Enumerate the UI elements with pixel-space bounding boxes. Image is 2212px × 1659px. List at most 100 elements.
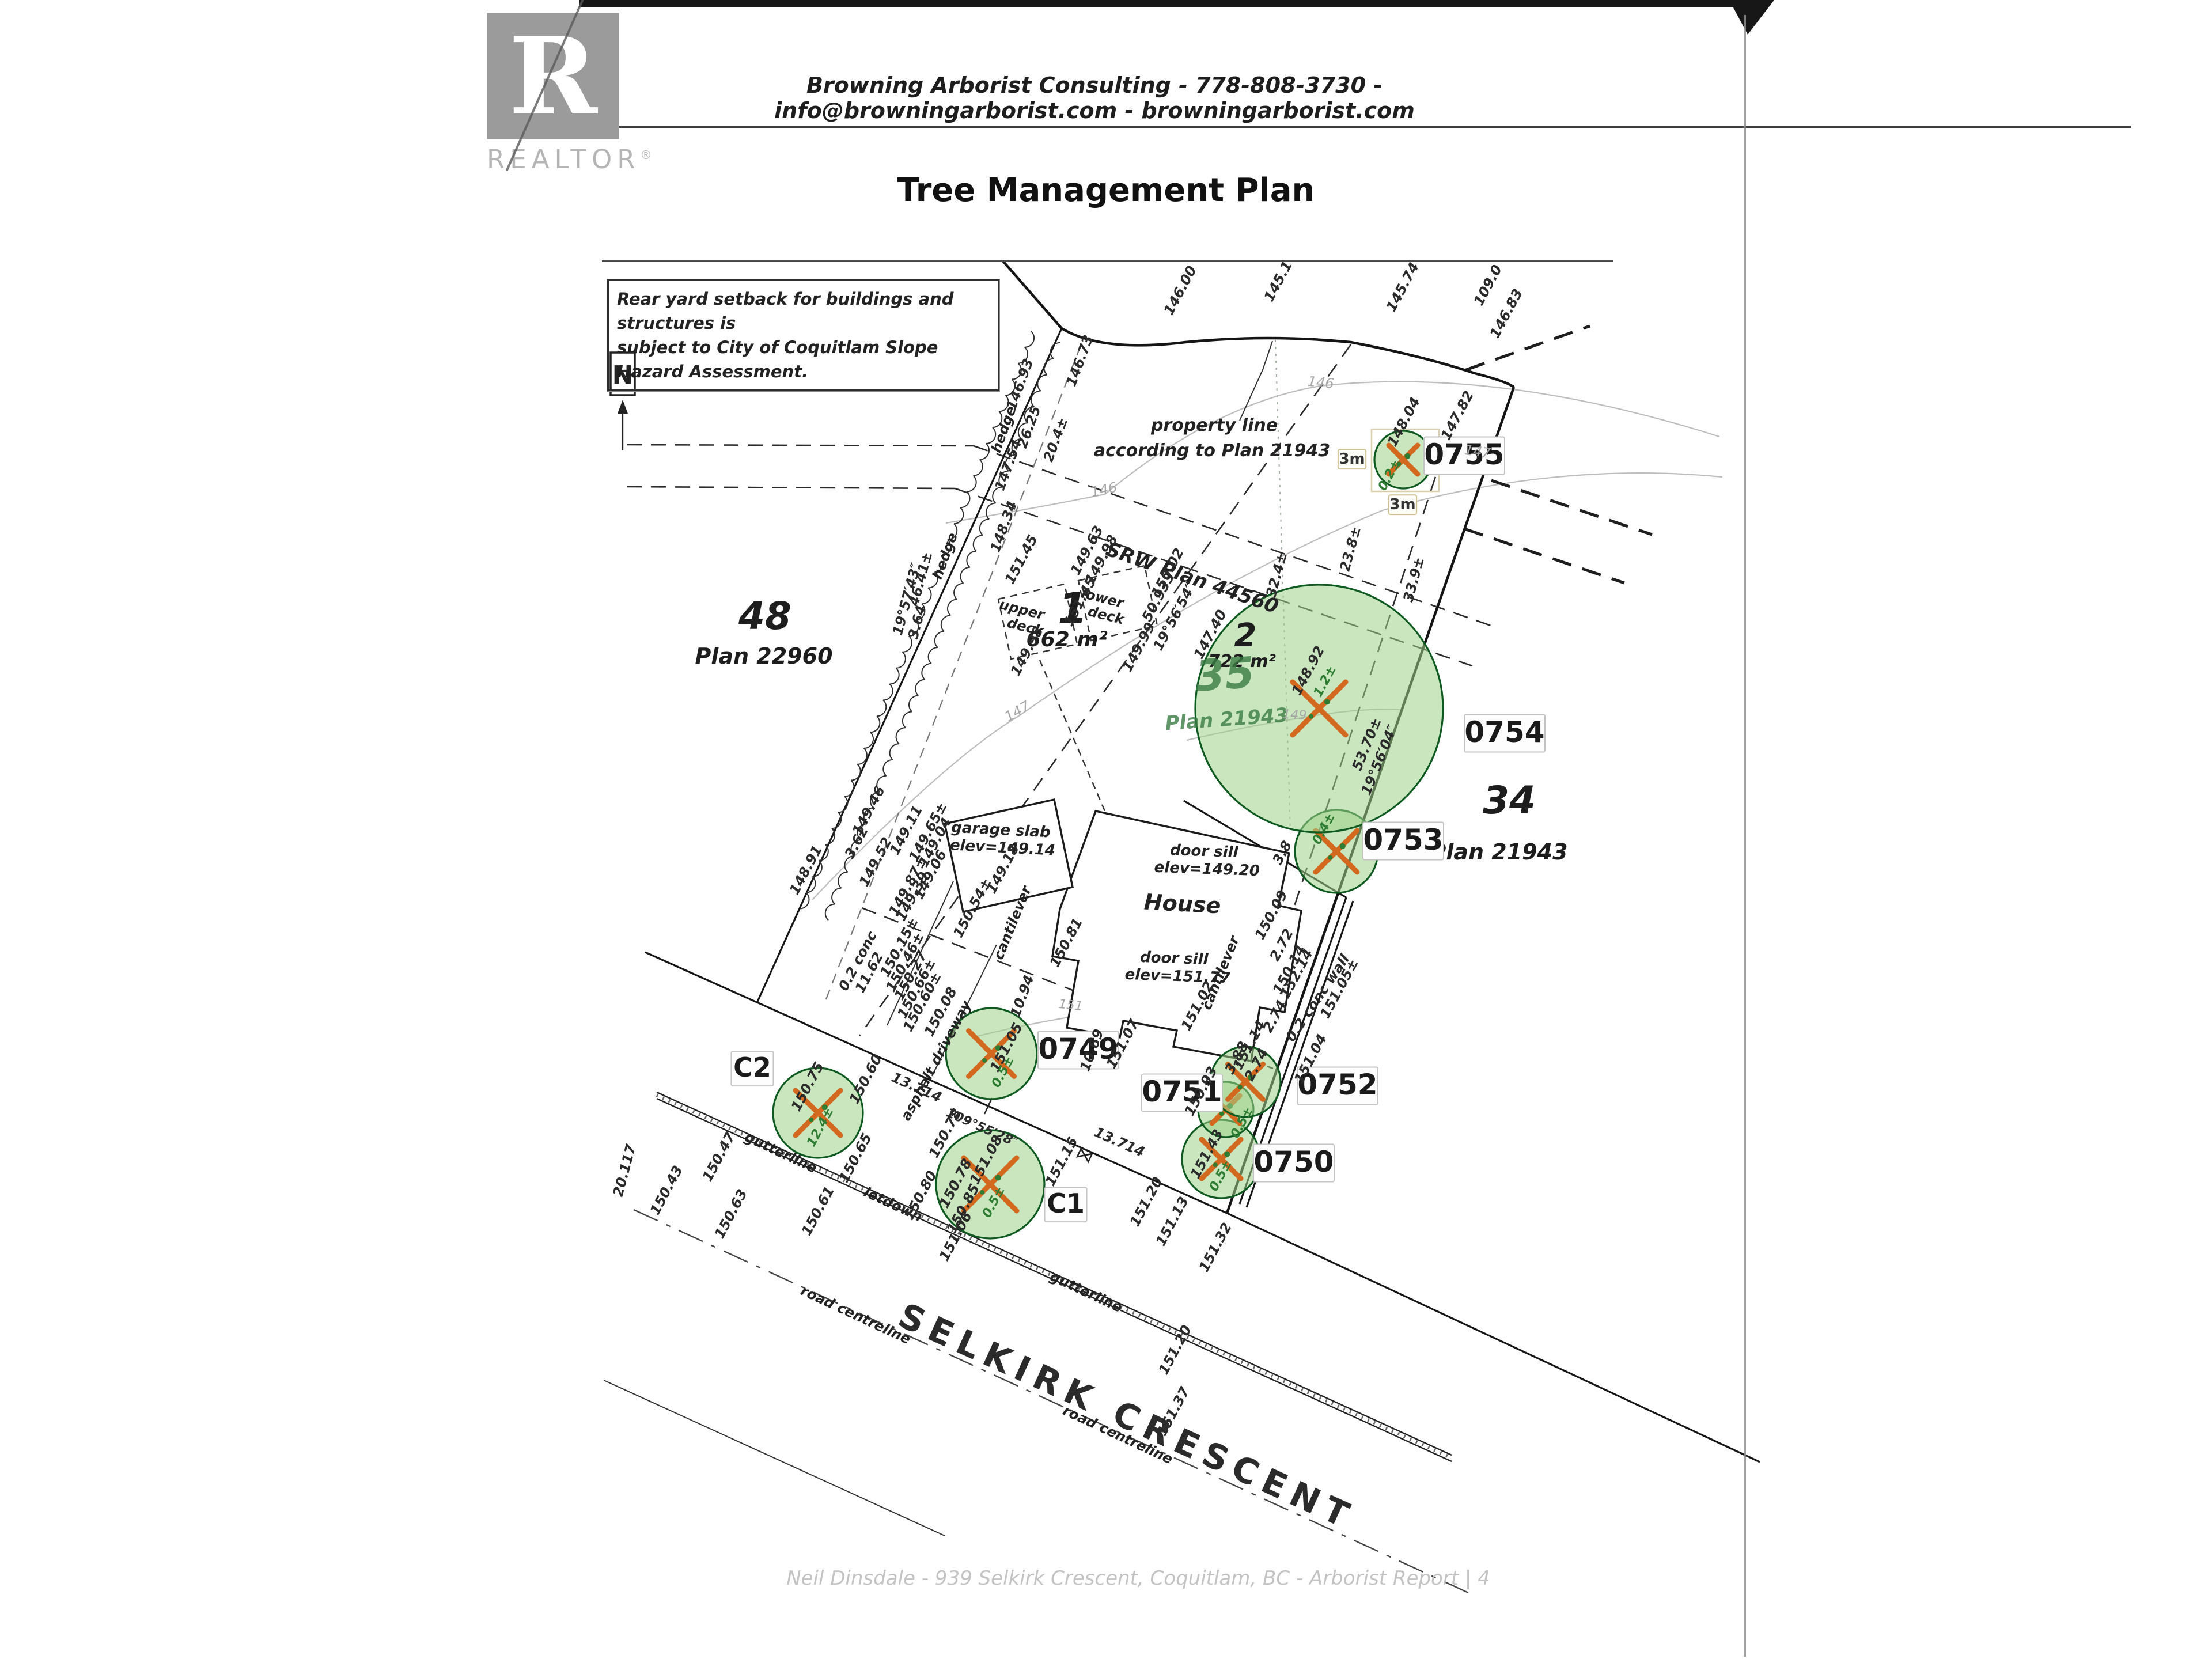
tree-tag: 0755 xyxy=(1423,436,1505,475)
svg-text:3m: 3m xyxy=(1389,496,1415,513)
svg-text:33.9±: 33.9± xyxy=(1400,555,1427,604)
lot-label: 722 m² xyxy=(1208,652,1275,672)
survey-measurement: 33.9± xyxy=(1400,555,1427,604)
plan-feature-label: House xyxy=(1143,889,1221,919)
header-rule xyxy=(562,126,2131,128)
srw-dashed-west-a xyxy=(626,444,974,447)
svg-text:0751: 0751 xyxy=(1142,1075,1222,1108)
tree-tag: C1 xyxy=(1044,1187,1088,1223)
survey-measurement: 146.83 xyxy=(1487,286,1526,341)
tree-x-marker xyxy=(961,1155,1020,1214)
west-offset-line xyxy=(823,345,1082,1006)
tree-x-marker xyxy=(1290,679,1349,738)
svg-text:150.61: 150.61 xyxy=(798,1184,838,1238)
svg-text:0752: 0752 xyxy=(1297,1068,1377,1101)
house-outline xyxy=(1051,810,1302,1062)
svg-text:146.00: 146.00 xyxy=(1161,263,1200,318)
lot-label: 662 m² xyxy=(1027,628,1108,652)
survey-measurement: 150.43 xyxy=(647,1163,686,1218)
north-dashed-segment xyxy=(1465,324,1590,372)
tree-crown-dot xyxy=(995,1175,1001,1181)
survey-measurement: 151.32 xyxy=(1196,1220,1235,1275)
survey-measurement: 151.13 xyxy=(1153,1194,1192,1249)
svg-text:property line: property line xyxy=(1150,415,1278,435)
tree-0752 xyxy=(1209,1046,1282,1118)
tree-crown-dot xyxy=(1224,1151,1230,1157)
svg-text:elev=149.20: elev=149.20 xyxy=(1154,859,1260,880)
tree-tag: 0750 xyxy=(1253,1143,1335,1183)
realtor-logo-letter: R xyxy=(509,13,597,139)
svg-text:20.117: 20.117 xyxy=(610,1142,639,1198)
realtor-logo-mark: R xyxy=(487,13,619,139)
tree-x-marker xyxy=(1225,1062,1266,1102)
tag-box xyxy=(1253,1143,1335,1183)
svg-text:146: 146 xyxy=(1089,479,1119,501)
lot-label: 34 xyxy=(1483,778,1536,823)
survey-measurement: 150.61 xyxy=(798,1184,838,1238)
realtor-wordmark: REALTOR® xyxy=(487,144,652,175)
survey-measurement: 20.117 xyxy=(610,1142,639,1198)
svg-text:148.34: 148.34 xyxy=(987,499,1020,555)
svg-text:147: 147 xyxy=(1002,698,1033,725)
survey-measurement: 151.20 xyxy=(1127,1175,1166,1229)
tree-x-marker xyxy=(1386,442,1421,477)
survey-measurement: 23.8± xyxy=(1336,525,1364,573)
survey-measurement: 150.47 xyxy=(699,1130,738,1184)
tree-tag: 0752 xyxy=(1297,1066,1378,1105)
survey-measurement: 150.63 xyxy=(711,1187,751,1241)
svg-text:151.45: 151.45 xyxy=(1002,532,1041,587)
lot-label: 1 xyxy=(1058,584,1088,634)
lot-label: Plan 21943 xyxy=(1430,839,1567,865)
svg-text:House: House xyxy=(1143,889,1221,919)
gutterline-a xyxy=(656,1091,1452,1456)
survey-measurement: 150.60 xyxy=(846,1052,885,1107)
tree-x-marker xyxy=(966,1028,1017,1079)
lot-label: 48 xyxy=(738,594,791,638)
contour-label: 146 xyxy=(1307,373,1335,392)
survey-measurement: 3.62 xyxy=(842,824,872,861)
survey-measurement: 151.45 xyxy=(1002,532,1041,587)
tag-box xyxy=(730,1051,774,1087)
hedge-line xyxy=(824,342,1060,921)
tree-crown-dot xyxy=(982,1058,987,1063)
scan-page-edge xyxy=(1744,15,1746,1657)
tree-crown-dot xyxy=(1219,1111,1224,1116)
svg-text:door sill: door sill xyxy=(1140,949,1209,968)
tree-crown-dot xyxy=(1324,699,1330,705)
front-lot-tick xyxy=(983,1097,993,1115)
svg-text:150.43: 150.43 xyxy=(647,1163,686,1218)
underlying-plan-label: 35 xyxy=(1194,648,1256,702)
tree-tag: 0751 xyxy=(1141,1073,1223,1112)
deck-connector xyxy=(1039,660,1106,812)
survey-measurement: 145.74 xyxy=(1383,260,1422,315)
scan-top-edge xyxy=(579,0,1751,7)
plan-feature-label: door sill xyxy=(1140,949,1209,968)
label-leader-line xyxy=(1239,340,1273,421)
svg-text:151.20: 151.20 xyxy=(1127,1175,1166,1229)
plan-feature-label: road centreline xyxy=(798,1282,913,1347)
survey-measurement: 145.1 xyxy=(1261,258,1296,304)
tag-box xyxy=(1362,821,1444,861)
svg-text:Plan 21943: Plan 21943 xyxy=(1430,839,1567,865)
tree-crown-dot xyxy=(1237,1085,1243,1090)
contour-label: 147 xyxy=(1002,698,1033,725)
plan-feature-label: property line xyxy=(1150,415,1278,435)
tree-crown-dot xyxy=(1328,855,1333,860)
tree-crown-dot xyxy=(1339,843,1346,849)
tree-crown-dot xyxy=(1248,1074,1254,1081)
svg-text:151.20: 151.20 xyxy=(1156,1323,1195,1377)
tree-crown-dot xyxy=(821,1104,828,1111)
west-property-line xyxy=(756,328,1063,1003)
svg-text:SELKIRK CRESCENT: SELKIRK CRESCENT xyxy=(892,1296,1362,1539)
svg-text:C1: C1 xyxy=(1047,1188,1085,1219)
tree-0754 xyxy=(1194,584,1444,834)
ne-dashed-a xyxy=(1491,479,1653,536)
svg-text:151: 151 xyxy=(1058,997,1083,1014)
svg-text:0749: 0749 xyxy=(1038,1032,1118,1066)
svg-text:road centreline: road centreline xyxy=(798,1282,913,1347)
survey-measurement: 148.34 xyxy=(987,499,1020,555)
survey-measurement: 148.91 xyxy=(786,843,825,897)
tag-box xyxy=(1297,1066,1378,1105)
svg-text:0755: 0755 xyxy=(1424,438,1504,471)
tree-C1 xyxy=(935,1129,1046,1240)
